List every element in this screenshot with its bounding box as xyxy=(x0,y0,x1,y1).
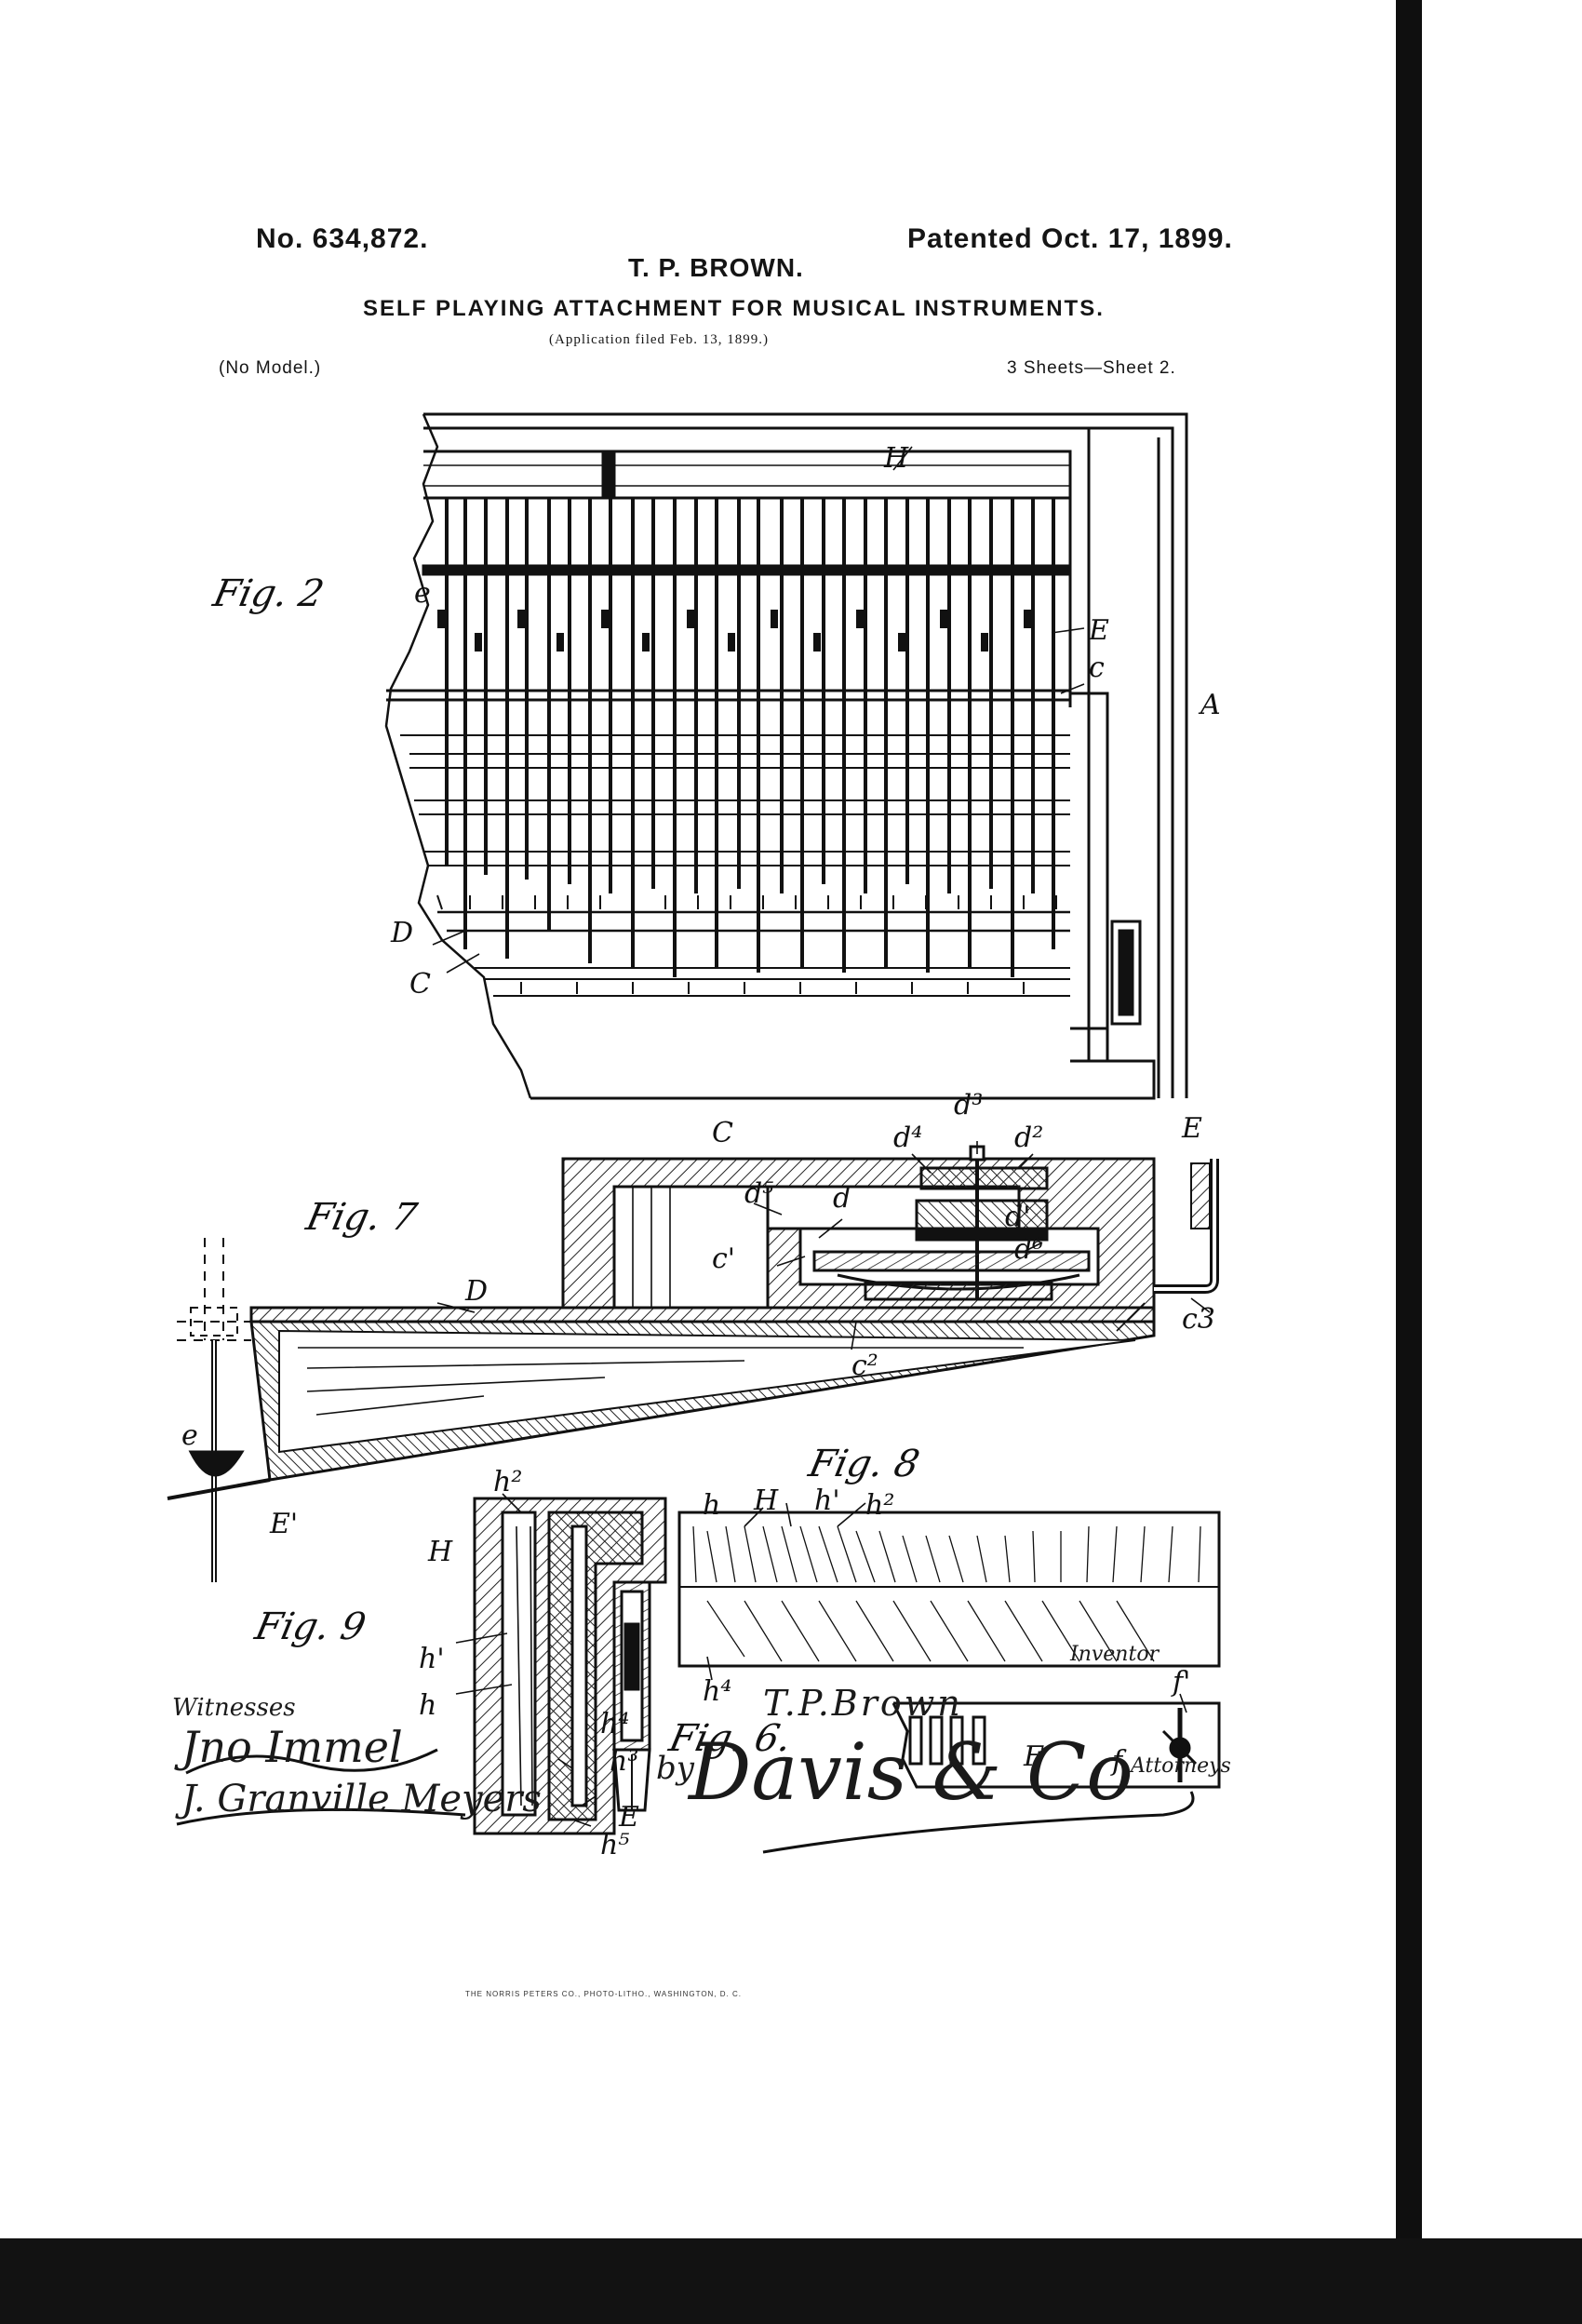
ref-c3: c3 xyxy=(1182,1303,1215,1336)
signature-flourishes xyxy=(176,1748,1195,1854)
witnesses-label: Witnesses xyxy=(172,1694,296,1722)
figure-8-drawing xyxy=(677,1502,1221,1681)
ref-d5: d⁵ xyxy=(744,1177,774,1210)
ref-H-fig9: H xyxy=(428,1536,453,1568)
ref-d: d xyxy=(833,1182,851,1215)
ref-h2-fig8: h² xyxy=(865,1489,895,1522)
ref-c2: c² xyxy=(851,1350,878,1382)
figure-2-label: Fig. 2 xyxy=(209,572,328,615)
figure-6-drawing xyxy=(892,1693,1221,1789)
patent-date: Patented Oct. 17, 1899. xyxy=(907,223,1233,254)
ref-c: c xyxy=(1089,652,1105,684)
witness-signature-2: J. Granville Meyers xyxy=(181,1778,542,1820)
printer-footer: THE NORRIS PETERS CO., PHOTO-LITHO., WAS… xyxy=(465,1990,742,1998)
model-note: (No Model.) xyxy=(219,358,322,378)
inventor-name: T. P. BROWN. xyxy=(628,253,804,282)
attorneys-label: Attorneys xyxy=(1131,1754,1231,1778)
ref-e: e xyxy=(414,577,431,610)
ref-h5: h⁵ xyxy=(600,1829,630,1861)
figure-9-label: Fig. 9 xyxy=(251,1605,369,1648)
ref-h1: h' xyxy=(419,1643,445,1675)
patent-number: No. 634,872. xyxy=(256,223,429,254)
sheet-count: 3 Sheets—Sheet 2. xyxy=(1007,358,1176,378)
figure-2-drawing xyxy=(384,412,1188,1100)
ref-E1: E' xyxy=(270,1508,299,1540)
by-text: by xyxy=(656,1750,694,1787)
figure-7-label: Fig. 7 xyxy=(302,1196,421,1239)
ref-h-fig8: h xyxy=(703,1489,721,1522)
ref-D-fig7: D xyxy=(465,1275,489,1308)
figure-9-drawing xyxy=(455,1493,667,1835)
application-filed: (Application filed Feb. 13, 1899.) xyxy=(549,332,770,347)
inventor-label: Inventor xyxy=(1070,1643,1160,1666)
patent-title: SELF PLAYING ATTACHMENT FOR MUSICAL INST… xyxy=(363,296,1105,321)
ref-F: F xyxy=(1024,1740,1043,1773)
ref-e-fig7: e xyxy=(181,1419,198,1452)
ref-C-fig7: C xyxy=(712,1117,733,1149)
ref-h3: h³ xyxy=(610,1745,639,1778)
inventor-signature: T.P.Brown xyxy=(763,1683,963,1724)
scan-edge-bottom xyxy=(0,2238,1582,2324)
ref-h: h xyxy=(419,1689,437,1722)
ref-E-fig7: E xyxy=(1182,1112,1202,1145)
ref-D: D xyxy=(391,917,414,949)
ref-d6: d⁶ xyxy=(1014,1233,1044,1266)
ref-h4-fig8: h⁴ xyxy=(703,1675,732,1708)
ref-h4: h⁴ xyxy=(600,1708,630,1740)
ref-h2: h² xyxy=(493,1466,523,1498)
ref-C: C xyxy=(409,968,431,1001)
scan-edge-right xyxy=(1396,0,1422,2324)
figure-8-label: Fig. 8 xyxy=(805,1443,923,1485)
ref-d2: d² xyxy=(1014,1122,1044,1154)
figure-7-drawing xyxy=(167,1141,1219,1582)
ref-d1: d' xyxy=(1005,1201,1031,1233)
ref-H: H xyxy=(884,442,909,475)
ref-A: A xyxy=(1200,689,1221,721)
witness-signature-1: Jno Immel xyxy=(181,1722,403,1772)
attorney-signature: Davis & Co xyxy=(689,1726,1133,1818)
ref-E: E xyxy=(1089,614,1109,647)
ref-f: f xyxy=(1112,1745,1123,1778)
ref-d4: d⁴ xyxy=(893,1122,923,1154)
ref-c1: c' xyxy=(712,1243,736,1275)
ref-h1-fig8: h' xyxy=(814,1484,840,1517)
ref-d3: d³ xyxy=(954,1089,984,1122)
ref-f1: f' xyxy=(1173,1666,1191,1699)
ref-H-fig8: H xyxy=(754,1484,779,1517)
ref-E-fig9: E xyxy=(619,1801,639,1834)
